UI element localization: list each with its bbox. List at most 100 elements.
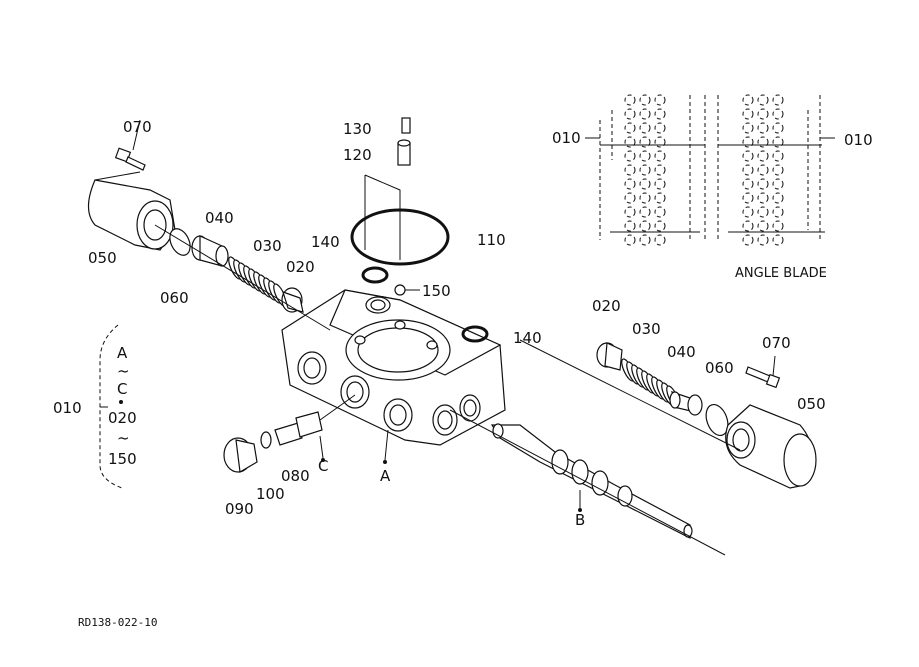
axis-line-c <box>319 394 356 421</box>
inset-ring <box>772 220 784 232</box>
poppet-c <box>295 411 323 438</box>
inset-ring <box>772 164 784 176</box>
label-100: 100 <box>256 485 285 503</box>
inset-ring <box>742 178 754 190</box>
label-130: 130 <box>343 120 372 138</box>
inset-ring <box>757 164 769 176</box>
inset-ring <box>624 150 636 162</box>
inset-ring <box>624 136 636 148</box>
inset-ring <box>772 108 784 120</box>
dot-b <box>578 508 582 512</box>
inset-drawing <box>599 94 825 246</box>
label-b: B <box>575 511 585 529</box>
range-end: C <box>117 380 127 398</box>
inset-ring <box>742 234 754 246</box>
range-bracket <box>99 324 123 489</box>
label-140-left: 140 <box>311 233 340 251</box>
drawing-code: RD138-022-10 <box>78 616 157 629</box>
inset-ring <box>757 136 769 148</box>
label-040-left: 040 <box>205 209 234 227</box>
end-cap-left <box>87 171 176 251</box>
spring-080 <box>274 422 303 446</box>
inset-ring <box>639 150 651 162</box>
inset-ring <box>624 220 636 232</box>
dot-c <box>321 458 325 462</box>
inset-ring <box>742 192 754 204</box>
range-end2: 150 <box>108 450 137 468</box>
oring-140-right <box>461 325 489 343</box>
inset-ring <box>654 136 666 148</box>
label-020-left: 020 <box>286 258 315 276</box>
inset-ring <box>654 220 666 232</box>
inset-ring <box>757 234 769 246</box>
inset-ring <box>757 206 769 218</box>
label-010-side: 010 <box>552 129 581 147</box>
inset-ring <box>639 164 651 176</box>
label-010-right: 010 <box>844 131 873 149</box>
leader-120 <box>364 174 401 260</box>
label-010-left: 010 <box>53 399 82 417</box>
axis-line-b <box>449 409 726 556</box>
inset-ring <box>757 192 769 204</box>
inset-ring <box>772 178 784 190</box>
inset-ring <box>654 192 666 204</box>
leader-c <box>319 435 324 459</box>
inset-ring <box>742 220 754 232</box>
label-090: 090 <box>225 500 254 518</box>
inset-ring <box>624 108 636 120</box>
label-060-right: 060 <box>705 359 734 377</box>
label-070-left: 070 <box>123 118 152 136</box>
inset-ring <box>757 220 769 232</box>
inset-ring <box>624 178 636 190</box>
bolt-070-left <box>114 147 146 171</box>
inset-ring <box>757 108 769 120</box>
inset-ring <box>654 94 666 106</box>
label-060-left: 060 <box>160 289 189 307</box>
inset-ring <box>639 206 651 218</box>
leader-a <box>384 429 389 461</box>
inset-ring <box>742 122 754 134</box>
inset-ring <box>772 122 784 134</box>
label-030-left: 030 <box>253 237 282 255</box>
inset-caption: ANGLE BLADE <box>735 266 827 281</box>
inset-ring <box>624 206 636 218</box>
inset-ring <box>742 136 754 148</box>
range-start2: 020 <box>108 409 137 427</box>
bolt-070-right <box>745 366 781 389</box>
label-110: 110 <box>477 231 506 249</box>
inset-ring <box>639 108 651 120</box>
inset-ring <box>742 94 754 106</box>
plug-090 <box>223 437 258 473</box>
inset-ring <box>742 150 754 162</box>
inset-ring <box>624 234 636 246</box>
inset-ring <box>639 136 651 148</box>
inset-ring <box>624 164 636 176</box>
inset-ring <box>654 234 666 246</box>
axis-line-left <box>154 224 331 331</box>
spool-b <box>490 423 693 539</box>
spring-seat-020-right <box>596 342 623 371</box>
axis-line-right <box>519 339 741 451</box>
leader-070-left <box>132 119 141 151</box>
valve-body <box>281 289 506 446</box>
leader-070-right <box>772 355 776 377</box>
range-dot <box>119 400 123 404</box>
label-120: 120 <box>343 146 372 164</box>
inset-ring <box>742 108 754 120</box>
label-030-right: 030 <box>632 320 661 338</box>
range-tilde1: ~ <box>117 362 130 380</box>
inset-ring <box>639 94 651 106</box>
range-start: A <box>117 344 128 362</box>
spring-seat-040-left <box>191 235 229 267</box>
label-020-right: 020 <box>592 297 621 315</box>
dot-a <box>383 460 387 464</box>
inset-ring <box>757 178 769 190</box>
label-140-right: 140 <box>513 329 542 347</box>
inset-ring <box>624 122 636 134</box>
spring-seat-040-right <box>669 391 703 416</box>
inset-ring <box>654 122 666 134</box>
inset-ring <box>772 234 784 246</box>
label-070-right: 070 <box>762 334 791 352</box>
